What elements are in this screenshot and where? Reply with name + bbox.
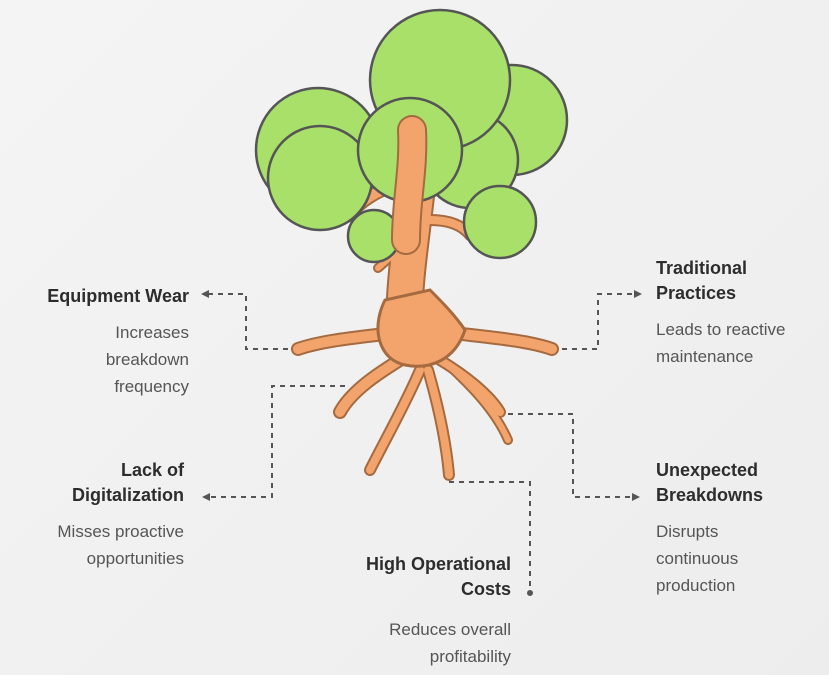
desc-line: Disrupts bbox=[656, 522, 719, 541]
title-line: Digitalization bbox=[72, 485, 184, 505]
node-high-operational-costs: High Operational Costs Reduces overall p… bbox=[366, 552, 511, 670]
node-unexpected-breakdowns: Unexpected Breakdowns Disrupts continuou… bbox=[656, 458, 763, 599]
title-line: Traditional bbox=[656, 258, 748, 278]
title-line: High Operational bbox=[365, 554, 511, 574]
costs-title: High Operational Costs bbox=[366, 552, 511, 602]
connector-unexpected bbox=[508, 413, 634, 498]
desc-line: frequency bbox=[114, 377, 189, 396]
desc-line: production bbox=[656, 576, 736, 595]
title-line: Costs bbox=[460, 579, 511, 599]
traditional-description: Leads to reactive maintenance bbox=[656, 316, 785, 370]
canopy-left-low bbox=[266, 124, 374, 232]
digital-description: Misses proactive opportunities bbox=[57, 518, 184, 572]
desc-line: breakdown bbox=[105, 350, 189, 369]
equipment-title: Equipment Wear bbox=[47, 286, 189, 306]
desc-line: Reduces overall bbox=[389, 620, 511, 639]
unexpected-title: Unexpected Breakdowns bbox=[656, 458, 763, 508]
node-traditional-practices: Traditional Practices Leads to reactive … bbox=[656, 256, 785, 370]
node-lack-of-digitalization: Lack of Digitalization Misses proactive … bbox=[57, 458, 184, 572]
equipment-description: Increases breakdown frequency bbox=[47, 319, 189, 400]
title-line: Lack of bbox=[120, 460, 184, 480]
desc-line: profitability bbox=[429, 647, 511, 666]
connector-digital bbox=[208, 385, 345, 498]
title-line: Unexpected bbox=[656, 460, 759, 480]
dot-costs bbox=[527, 590, 533, 596]
costs-description: Reduces overall profitability bbox=[366, 616, 511, 670]
connector-equipment bbox=[206, 293, 298, 350]
title-line: Breakdowns bbox=[656, 485, 764, 505]
arrow-unexpected bbox=[632, 493, 640, 501]
connector-costs bbox=[449, 481, 531, 590]
digital-title: Lack of Digitalization bbox=[57, 458, 184, 508]
connector-lines bbox=[201, 290, 642, 596]
arrow-traditional bbox=[634, 290, 642, 298]
desc-line: opportunities bbox=[86, 549, 184, 568]
tree-canopy bbox=[254, 8, 569, 264]
canopy-small-right bbox=[462, 184, 538, 260]
connector-traditional bbox=[552, 293, 636, 350]
arrow-digital bbox=[202, 493, 210, 501]
title-line: Practices bbox=[656, 283, 737, 303]
trunk-base bbox=[376, 288, 467, 368]
desc-line: Misses proactive bbox=[57, 522, 184, 541]
traditional-title: Traditional Practices bbox=[656, 256, 785, 306]
arrow-equipment bbox=[201, 290, 209, 298]
unexpected-description: Disrupts continuous production bbox=[656, 518, 763, 599]
tree-trunk-roots bbox=[291, 121, 559, 481]
desc-line: maintenance bbox=[656, 347, 754, 366]
desc-line: continuous bbox=[656, 549, 739, 568]
desc-line: Leads to reactive bbox=[656, 320, 786, 339]
node-equipment-wear: Equipment Wear Increases breakdown frequ… bbox=[47, 284, 189, 400]
desc-line: Increases bbox=[115, 323, 189, 342]
